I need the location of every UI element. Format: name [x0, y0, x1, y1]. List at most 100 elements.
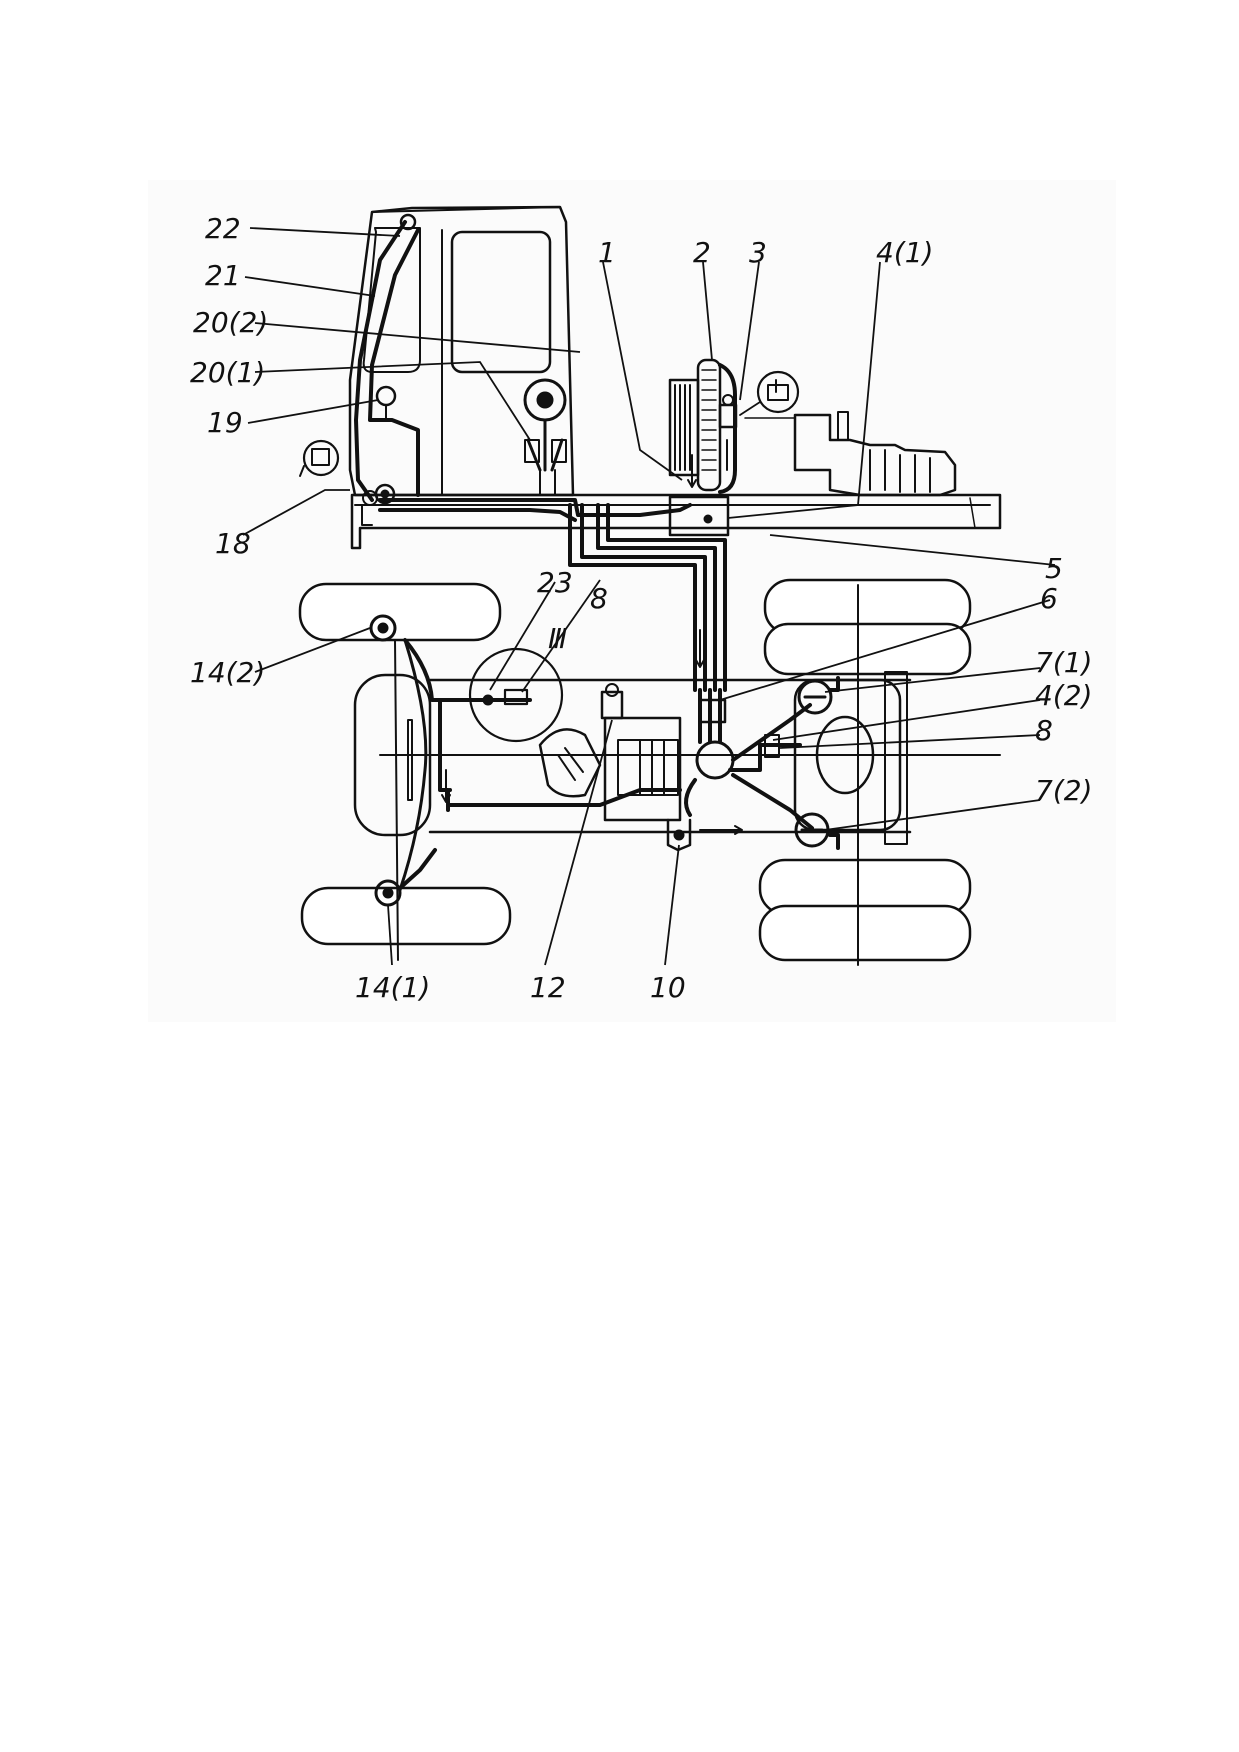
leader-4-1	[727, 261, 881, 519]
leader-3	[739, 261, 760, 401]
leader-6	[719, 599, 1051, 701]
inset-18-symbol	[311, 448, 330, 466]
cab-door-window	[450, 230, 552, 374]
tire-front-left	[298, 582, 502, 642]
callout-23: 23	[537, 566, 573, 599]
callout-8-top: 8	[590, 582, 608, 615]
center-to-brake-7-2	[731, 773, 814, 830]
brake-cylinder-14-2-core	[377, 622, 389, 634]
callout-7-1: 7(1)	[1035, 646, 1092, 679]
right-axle-plate	[884, 671, 908, 845]
leader-2	[702, 261, 713, 361]
inset-18-tick	[299, 465, 305, 477]
leader-19	[247, 399, 379, 424]
leader-10	[664, 844, 680, 966]
tank-arrow	[687, 454, 697, 488]
left-axle-gear	[407, 719, 413, 801]
riser-pipe-c	[596, 503, 717, 692]
callout-7-2: 7(2)	[1035, 774, 1092, 807]
callout-6: 6	[1040, 582, 1058, 615]
pump-fins	[639, 739, 665, 796]
riser-pipe-d	[606, 503, 727, 692]
unit-10-core	[673, 829, 685, 841]
callout-5: 5	[1045, 552, 1063, 585]
callout-12: 12	[530, 971, 566, 1004]
leader-14-2	[254, 627, 371, 673]
oil-tank-ribs	[674, 384, 691, 471]
plan-view: Ⅲ	[298, 578, 1001, 966]
valve-12-cap	[605, 683, 619, 697]
callout-22: 22	[205, 212, 241, 245]
distributor-4-1	[668, 495, 730, 537]
frame-beam	[350, 493, 1002, 550]
callout-14-1: 14(1)	[355, 971, 430, 1004]
left-brake-line	[403, 638, 450, 812]
leader-20-1	[254, 361, 531, 441]
callout-4-1: 4(1)	[876, 236, 933, 269]
callout-14-2: 14(2)	[190, 656, 265, 689]
control-20-2	[551, 439, 567, 463]
leader-22	[249, 227, 401, 237]
leader-8-right	[779, 734, 1041, 749]
leader-5	[769, 534, 1056, 566]
inset-circle-18	[302, 439, 340, 477]
brake-cylinder-14-2	[369, 614, 397, 642]
frame-beam-end	[969, 497, 976, 529]
tire-rear-left	[300, 886, 512, 946]
leader-8-top	[521, 579, 601, 693]
fitting-22	[399, 213, 417, 231]
tank-return-pipe	[718, 363, 737, 494]
inset-circle-3	[756, 370, 800, 414]
callout-20-1: 20(1)	[190, 356, 265, 389]
leader-4-2	[772, 699, 1041, 741]
side-view	[299, 205, 1002, 692]
steering-column	[526, 418, 564, 472]
engine-stack	[837, 411, 849, 441]
callout-19: 19	[207, 406, 243, 439]
leader-lines	[242, 227, 1056, 966]
left-rear-brake-line	[398, 848, 437, 890]
valve-18-bracket	[361, 504, 373, 526]
leader-1	[602, 261, 683, 481]
leader-7-1	[824, 667, 1041, 693]
callout-2: 2	[693, 236, 711, 269]
center-arrow	[699, 825, 743, 835]
frame-pipe-1	[378, 498, 692, 517]
left-axle-arc	[398, 638, 428, 892]
inset-3-connector	[739, 401, 761, 416]
leader-23	[489, 581, 556, 691]
valve-18-core	[380, 489, 390, 499]
control-20-1	[524, 439, 540, 463]
engine-outline	[793, 413, 957, 497]
center-loop	[684, 778, 697, 817]
callout-4-2: 4(2)	[1035, 679, 1092, 712]
valve-8-right	[764, 734, 780, 758]
callout-10: 10	[650, 971, 686, 1004]
callout-20-2: 20(2)	[193, 306, 268, 339]
callout-1: 1	[598, 236, 616, 269]
valve-12	[600, 690, 624, 720]
filter-3-cap	[722, 394, 734, 406]
hose-bundle	[538, 728, 602, 798]
steering-hub	[536, 391, 554, 409]
brake-cylinder-7-1	[797, 679, 833, 715]
distributor-4-1-port	[703, 514, 713, 524]
callout-labels: 22 21 20(2) 20(1) 19 18 1 2 3 4(1) 5 6 2…	[190, 212, 1092, 1004]
leader-21	[244, 276, 376, 297]
cab-pipe-left	[354, 220, 407, 502]
valve-18b	[362, 490, 378, 506]
inset-23-node	[482, 694, 494, 706]
inset-23-valve	[503, 688, 529, 706]
leader-20-2	[254, 322, 581, 353]
cab-rear-window	[362, 227, 421, 373]
engine-fins	[869, 449, 931, 493]
callout-8-right: 8	[1035, 714, 1053, 747]
hose-bundle-lines	[557, 747, 584, 781]
riser-pipe-b	[580, 503, 707, 692]
callout-21: 21	[205, 259, 241, 292]
filter-column-ribs	[701, 369, 717, 471]
inset-circle-23	[468, 647, 564, 743]
leader-12	[544, 719, 613, 966]
leader-7-2	[824, 799, 1041, 831]
